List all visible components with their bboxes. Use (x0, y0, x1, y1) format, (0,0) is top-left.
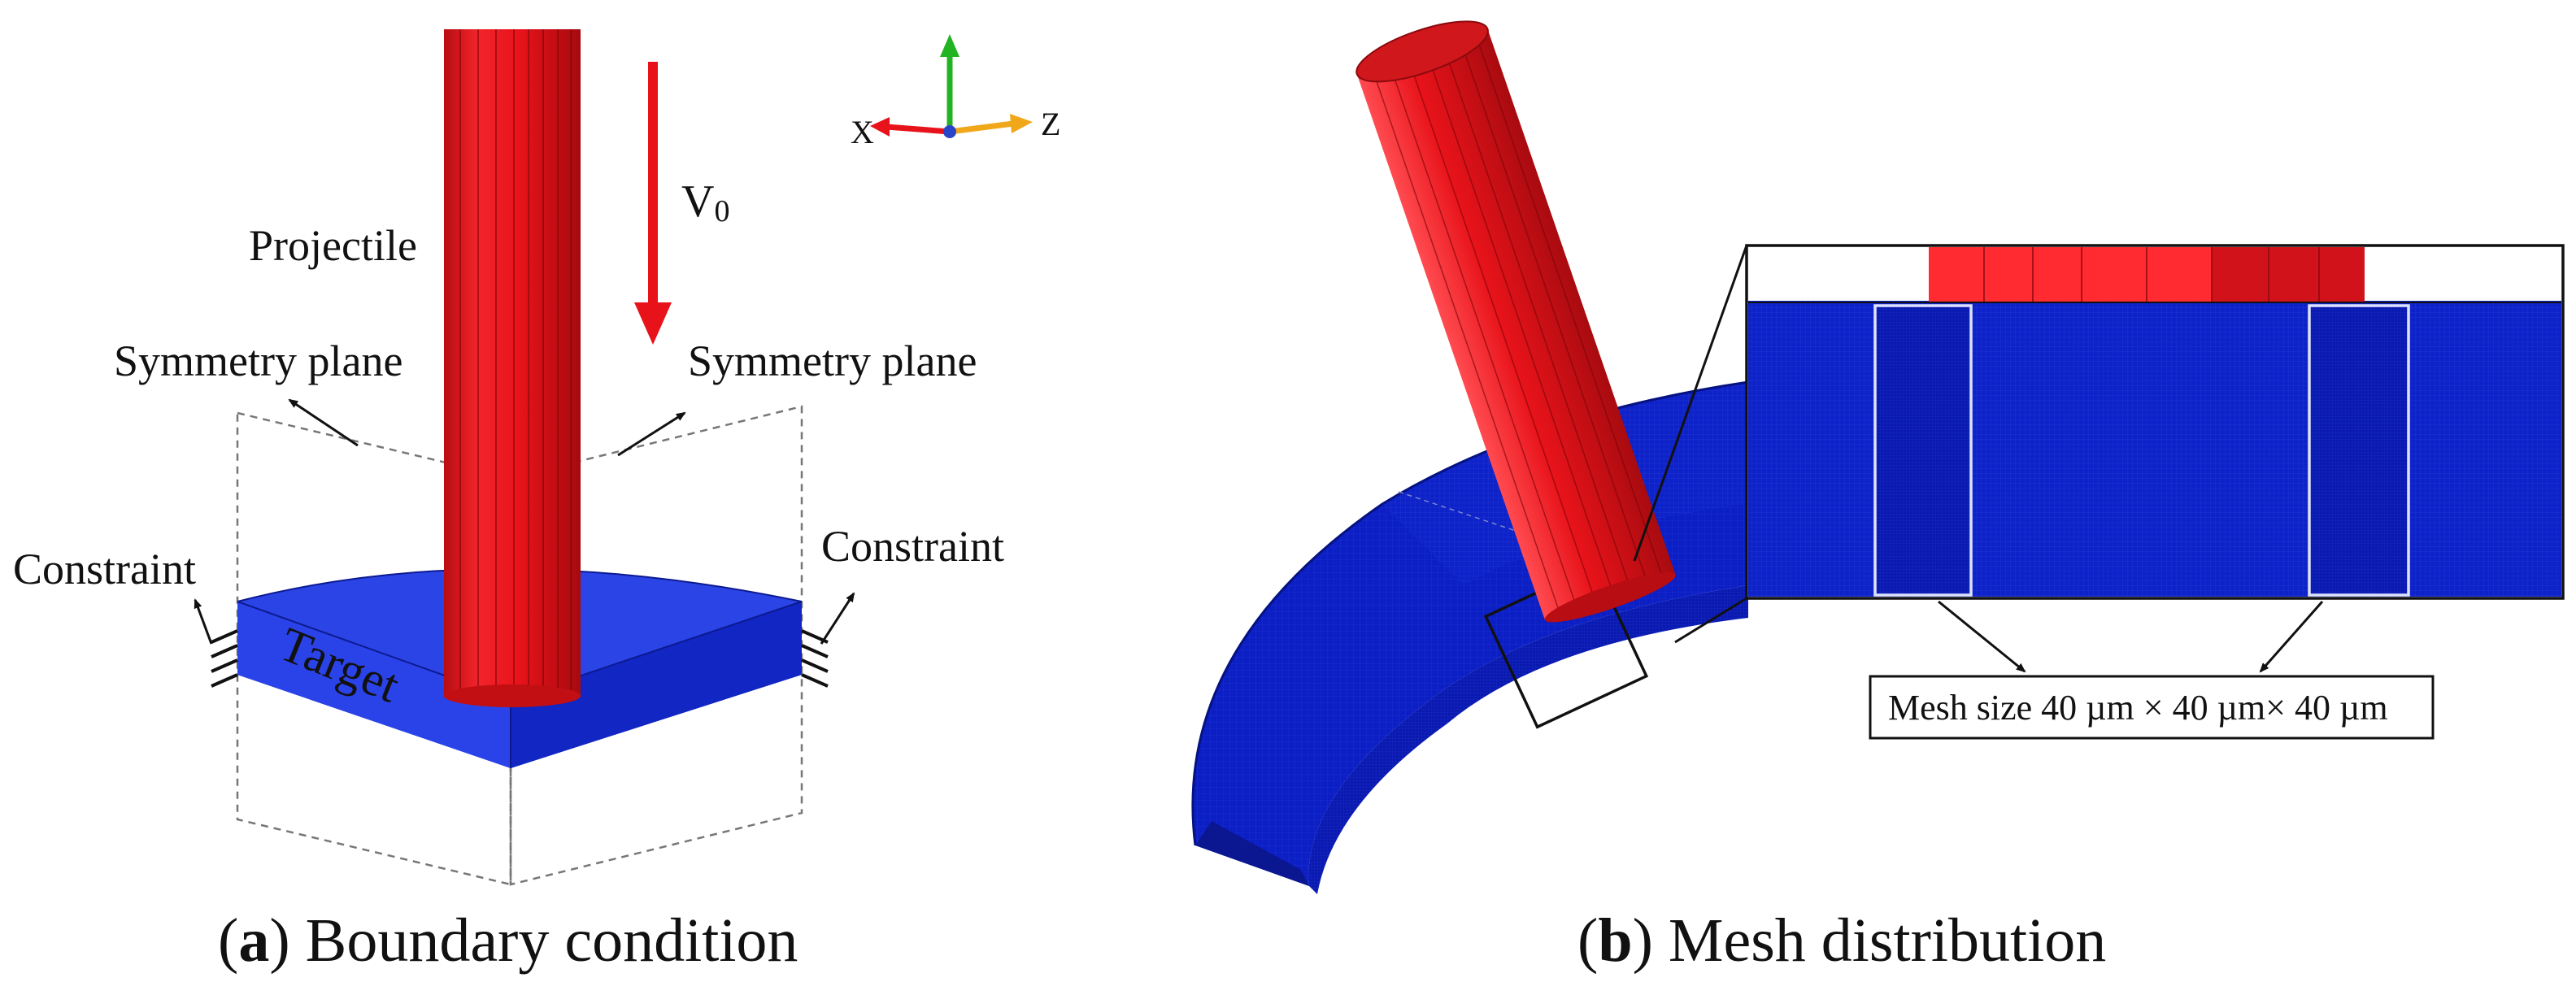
caption-b: (b) Mesh distribution (1577, 906, 2106, 975)
velocity-arrow (634, 62, 672, 345)
constraint-hatch-right (801, 629, 829, 688)
constraint-label-right: Constraint (821, 522, 1004, 571)
constraint-label-left: Constraint (13, 545, 196, 593)
zoom-connectors (1633, 245, 1748, 644)
symmetry-plane-label-left: Symmetry plane (114, 337, 402, 385)
target-block (237, 568, 803, 768)
tilted-projectile (1355, 20, 1676, 623)
mesh-highlight-right (2308, 304, 2410, 597)
mesh-highlight-left (1873, 304, 1973, 597)
mesh-callout-arrows (1938, 600, 2324, 673)
panel-b: Mesh size 40 µm × 40 µm× 40 µm (b) Mesh … (1191, 20, 2565, 975)
panel-a: V0 X Z Projectile Symmetry plane Symmetr… (13, 29, 1060, 975)
mesh-size-box (1869, 675, 2435, 740)
meshed-target-disc (1191, 380, 1749, 894)
zoom-projectile-slice (1929, 247, 2365, 302)
projectile-label: Projectile (249, 221, 417, 270)
mesh-size-label: Mesh size 40 µm × 40 µm× 40 µm (1888, 688, 2388, 728)
zoom-panel (1745, 244, 2565, 600)
caption-a: (a) Boundary condition (218, 906, 798, 975)
leader-arrows-a (194, 398, 855, 645)
axis-z-label: Z (1041, 106, 1060, 142)
velocity-label: V0 (681, 176, 729, 228)
axis-x-label: X (851, 114, 874, 150)
axis-triad (870, 34, 1033, 138)
projectile-rod (444, 29, 581, 707)
constraint-hatch-left (211, 629, 238, 688)
symmetry-plane-label-right: Symmetry plane (688, 337, 977, 385)
